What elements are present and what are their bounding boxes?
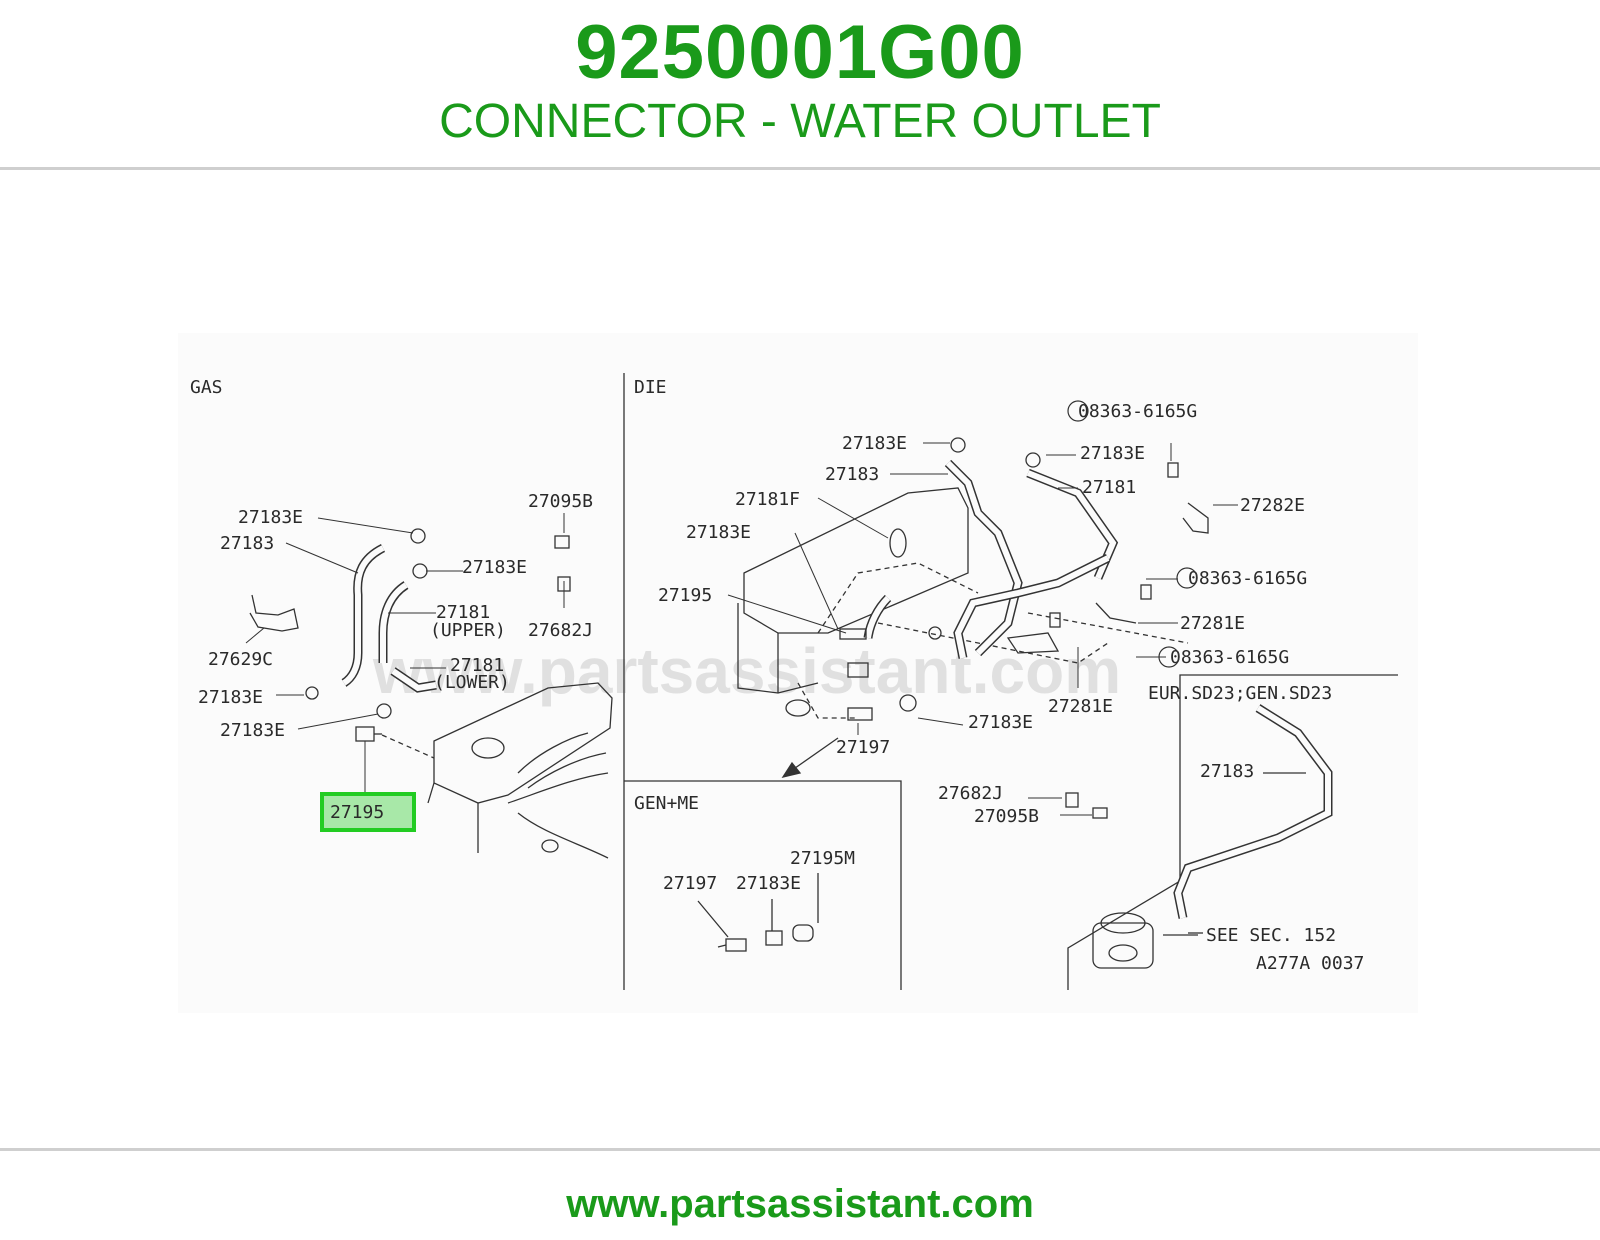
gas-label-11: 27183E (220, 720, 285, 741)
gas-label-6: 27682J (528, 620, 593, 641)
die-section: DIE (634, 377, 1307, 827)
die-label-9: 08363-6165G (1188, 568, 1307, 589)
footer-divider (0, 1148, 1600, 1151)
gen-me-section: GEN+ME 27195M 27197 27183E (634, 793, 855, 952)
diagram-background (178, 333, 1418, 1013)
highlight-box (320, 792, 416, 832)
die-engine-drawing (737, 437, 1209, 819)
s-circle-icon (1067, 400, 1089, 422)
die-label-16: 27095B (974, 806, 1039, 827)
eur-section: EUR.SD23;GEN.SD23 27183 SEE SEC. 152 A27… (1092, 683, 1364, 974)
part-name: CONNECTOR - WATER OUTLET (439, 95, 1161, 148)
die-label-4: 27181 (1082, 477, 1136, 498)
page-header: 9250001G00 CONNECTOR - WATER OUTLET (0, 0, 1600, 168)
die-label-10: 27281E (1180, 613, 1245, 634)
gas-label-1: 27183 (220, 533, 274, 554)
s-circle-icon (1176, 567, 1198, 589)
highlighted-part-label: 27195 (330, 802, 384, 823)
header-divider (0, 167, 1600, 170)
eur-drawing (1092, 704, 1333, 969)
die-label-2: 27183E (1080, 443, 1145, 464)
gas-title: GAS (190, 377, 223, 398)
parts-diagram: www.partsassistant.com GAS (178, 333, 1418, 1013)
die-title: DIE (634, 377, 667, 398)
die-leader-lines (727, 442, 1238, 816)
gen-me-label-0: 27195M (790, 848, 855, 869)
die-label-6: 27282E (1240, 495, 1305, 516)
part-number: 9250001G00 (575, 10, 1025, 95)
die-label-15: 27682J (938, 783, 1003, 804)
die-label-12: 27281E (1048, 696, 1113, 717)
gas-label-10: 27183E (198, 687, 263, 708)
die-label-8: 27195 (658, 585, 712, 606)
gas-section: GAS (190, 377, 613, 859)
die-label-5: 27181F (735, 489, 800, 510)
gas-label-2: 27183E (462, 557, 527, 578)
die-label-7: 27183E (686, 522, 751, 543)
s-circle-icon (1158, 646, 1180, 668)
gas-label-7: 27629C (208, 649, 273, 670)
footer-url[interactable]: www.partsassistant.com (566, 1182, 1034, 1226)
gas-label-4: 27181 (436, 602, 490, 623)
gen-me-label-1: 27197 (663, 873, 717, 894)
gen-me-title: GEN+ME (634, 793, 699, 814)
die-label-1: 27183E (842, 433, 907, 454)
die-label-11: 08363-6165G (1170, 647, 1289, 668)
die-label-0: 08363-6165G (1078, 401, 1197, 422)
eur-title: EUR.SD23;GEN.SD23 (1148, 683, 1332, 704)
gas-label-3: 27095B (528, 491, 593, 512)
gas-label-5: (UPPER) (430, 620, 506, 641)
eur-label-1: SEE SEC. 152 (1206, 925, 1336, 946)
gen-me-label-2: 27183E (736, 873, 801, 894)
gas-label-9: (LOWER) (434, 672, 510, 693)
gen-me-drawing (697, 873, 819, 952)
s-circle-icons (1067, 400, 1198, 668)
die-label-14: 27197 (836, 737, 890, 758)
eur-label-0: 27183 (1200, 761, 1254, 782)
gas-engine-drawing (249, 528, 613, 859)
figure-code: A277A 0037 (1256, 953, 1364, 974)
gas-label-0: 27183E (238, 507, 303, 528)
die-label-3: 27183 (825, 464, 879, 485)
gas-label-8: 27181 (450, 655, 504, 676)
die-label-13: 27183E (968, 712, 1033, 733)
